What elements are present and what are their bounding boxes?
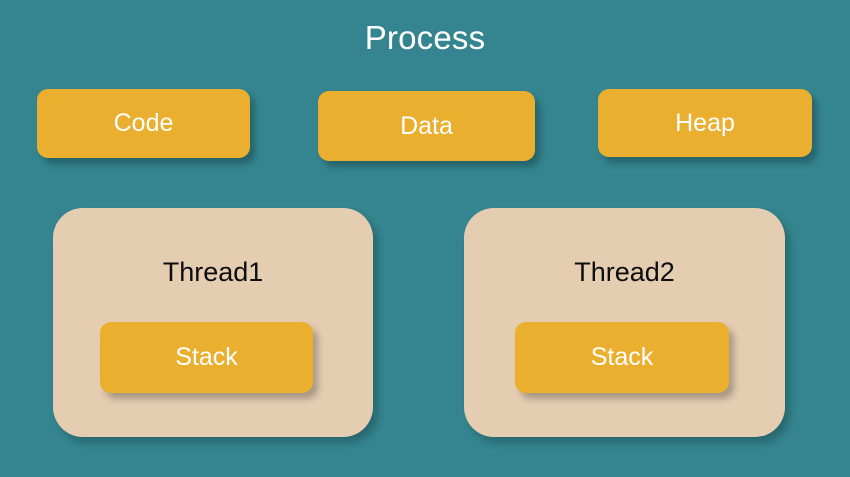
thread1-stack-box[interactable]: Stack xyxy=(100,322,313,393)
thread-container-thread1[interactable]: Thread1 Stack xyxy=(53,208,373,437)
thread2-stack-box[interactable]: Stack xyxy=(515,322,729,393)
memory-segment-code-label: Code xyxy=(113,109,174,137)
memory-segment-data[interactable]: Data xyxy=(318,91,535,161)
thread2-stack-label: Stack xyxy=(590,343,654,371)
thread-label-thread2: Thread2 xyxy=(574,257,675,287)
thread1-stack-label: Stack xyxy=(175,343,238,371)
memory-segment-heap[interactable]: Heap xyxy=(598,89,812,157)
memory-segment-code[interactable]: Code xyxy=(37,89,250,158)
page-title: Process xyxy=(364,19,486,56)
memory-segment-heap-label: Heap xyxy=(675,108,735,137)
thread-container-thread2[interactable]: Thread2 Stack xyxy=(464,208,785,437)
memory-segment-data-label: Data xyxy=(400,111,453,140)
thread-label-thread1: Thread1 xyxy=(162,257,264,287)
